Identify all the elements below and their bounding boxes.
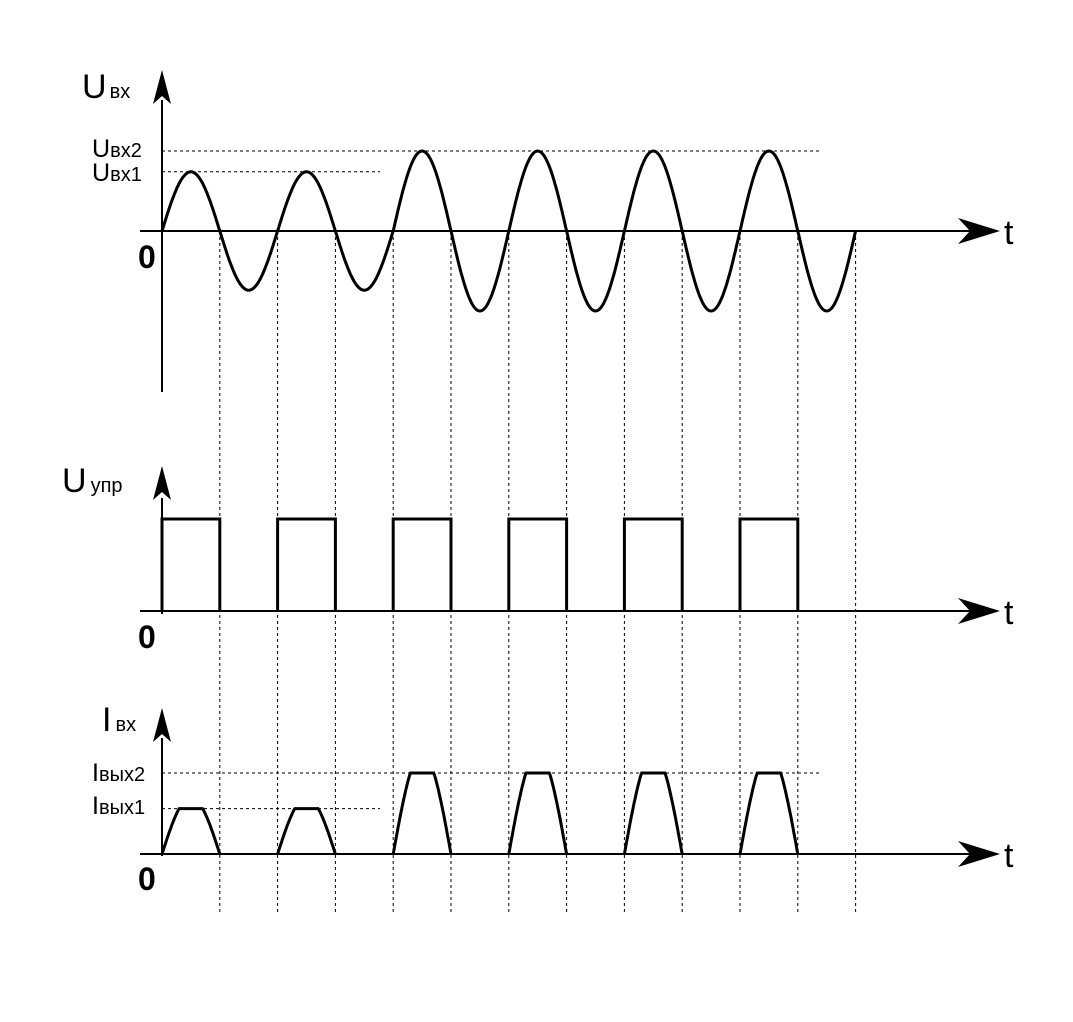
control-pulses	[160, 517, 800, 611]
output-current-pulses	[160, 771, 800, 855]
iout-level2-label: Iвых2	[92, 759, 145, 787]
output-current-pulse	[622, 771, 684, 855]
uin-level1-label: Uвх1	[92, 159, 142, 187]
control-pulse	[738, 517, 800, 611]
control-pulse	[276, 517, 337, 611]
iin-zero-label: 0	[138, 861, 156, 897]
control-pulse	[391, 517, 453, 611]
iin-y-arrow-icon	[153, 708, 171, 742]
level-guide-lines	[162, 150, 822, 810]
output-current-pulse	[160, 807, 222, 855]
iin-x-arrow-icon	[958, 841, 1000, 867]
uin-y-arrow-icon	[153, 70, 171, 104]
uin-level2-label: Uвх2	[92, 135, 142, 163]
uctrl-zero-label: 0	[138, 619, 156, 655]
output-current-pulse	[276, 807, 337, 855]
uin-x-arrow-icon	[958, 218, 1000, 244]
uin-time-label: t	[1004, 214, 1014, 252]
uctrl-y-arrow-icon	[153, 466, 171, 500]
control-pulse	[160, 517, 222, 611]
iin-time-label: t	[1004, 837, 1014, 875]
control-pulse	[507, 517, 569, 611]
uctrl-x-arrow-icon	[958, 598, 1000, 624]
output-current-pulse	[738, 771, 800, 855]
output-current-pulse	[507, 771, 569, 855]
uin-zero-label: 0	[138, 239, 156, 275]
input-voltage-wave	[160, 149, 858, 313]
iout-level1-label: Iвых1	[92, 792, 145, 820]
output-current-pulse	[391, 771, 453, 855]
uctrl-time-label: t	[1004, 594, 1014, 632]
control-pulse	[622, 517, 684, 611]
